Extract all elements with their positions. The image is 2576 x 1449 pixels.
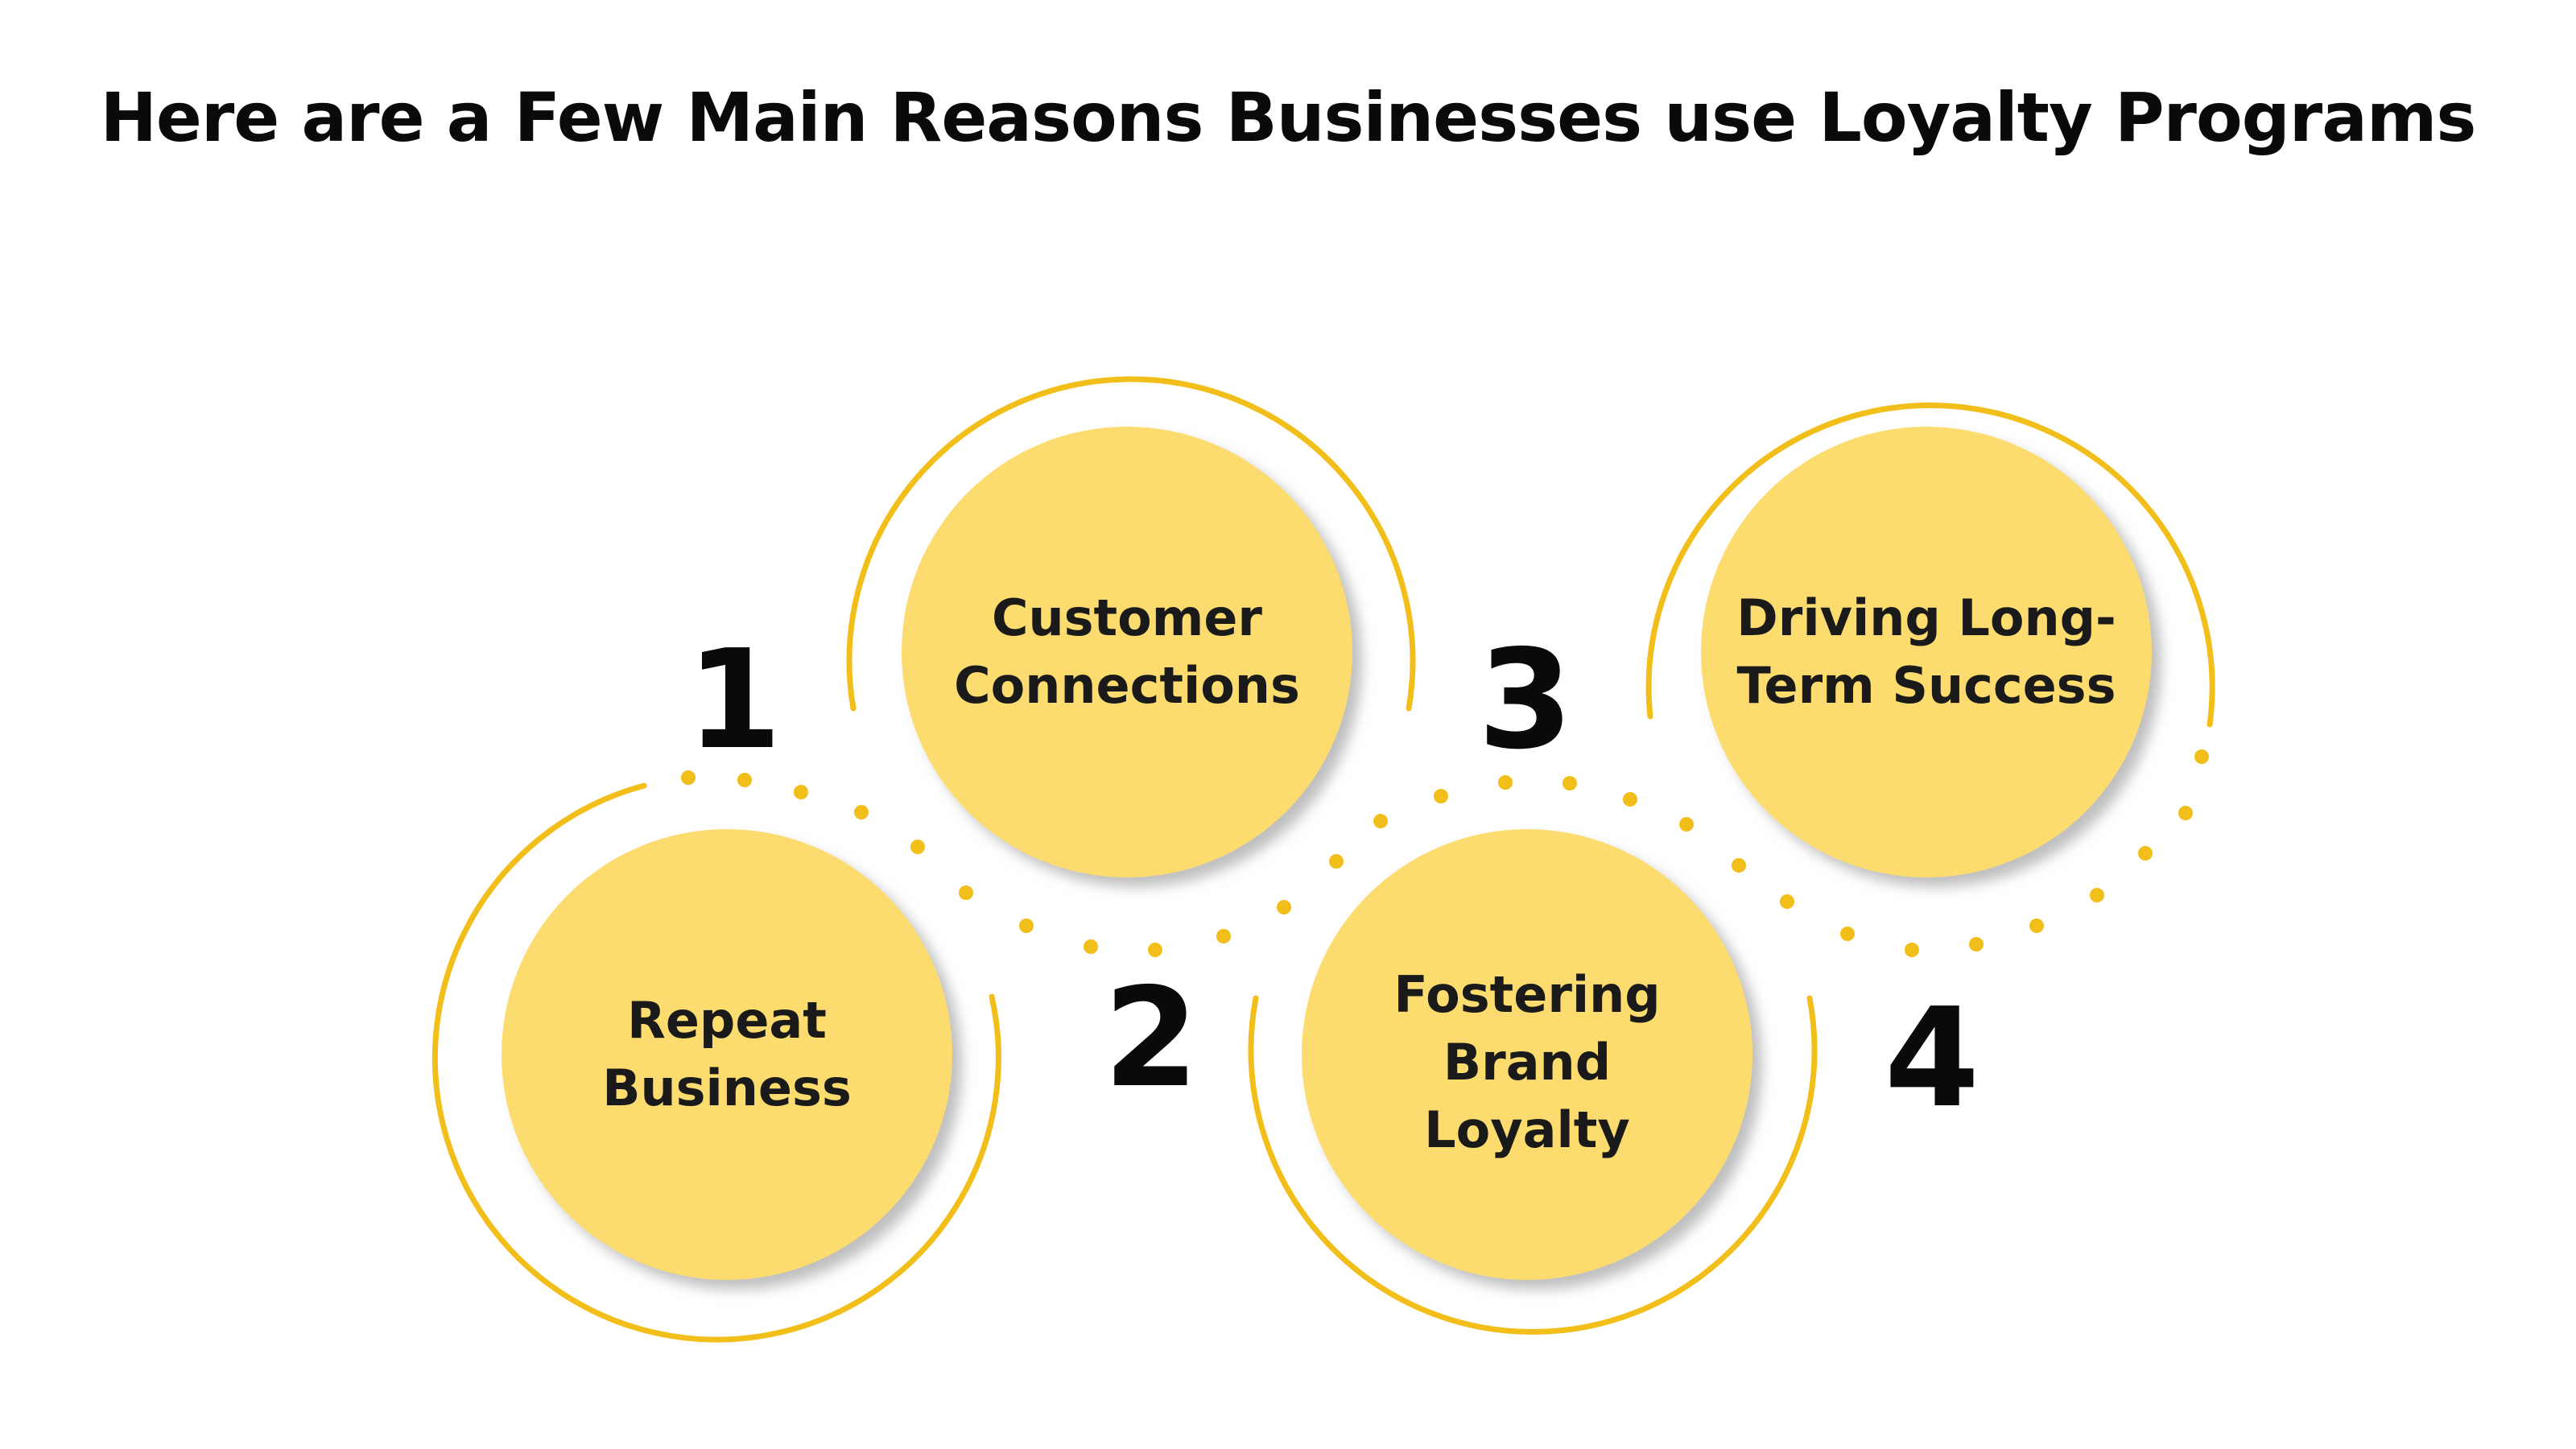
ring-arc-2 [846, 376, 1416, 712]
step-1-circle [502, 829, 952, 1280]
step-4-circle [1701, 427, 2152, 877]
step-1-label: Repeat Business [602, 991, 852, 1117]
step-2-number: 2 [1103, 959, 1199, 1118]
step-3-label: Fostering Brand Loyalty [1393, 965, 1661, 1159]
step-4-number: 4 [1884, 979, 1980, 1138]
ring-arc-4 [1645, 402, 2215, 728]
ring-arc-1 [431, 782, 1001, 1343]
dotted-connector [681, 749, 2209, 957]
ring-arc-3 [1248, 995, 1818, 1335]
page-title: Here are a Few Main Reasons Businesses u… [100, 78, 2477, 157]
step-1-number: 1 [686, 621, 782, 780]
step-2-circle [902, 427, 1352, 877]
step-3-circle [1302, 829, 1752, 1280]
step-4-label: Driving Long- Term Success [1736, 588, 2116, 715]
step-2-label: Customer Connections [954, 588, 1300, 715]
step-3-number: 3 [1477, 621, 1574, 780]
